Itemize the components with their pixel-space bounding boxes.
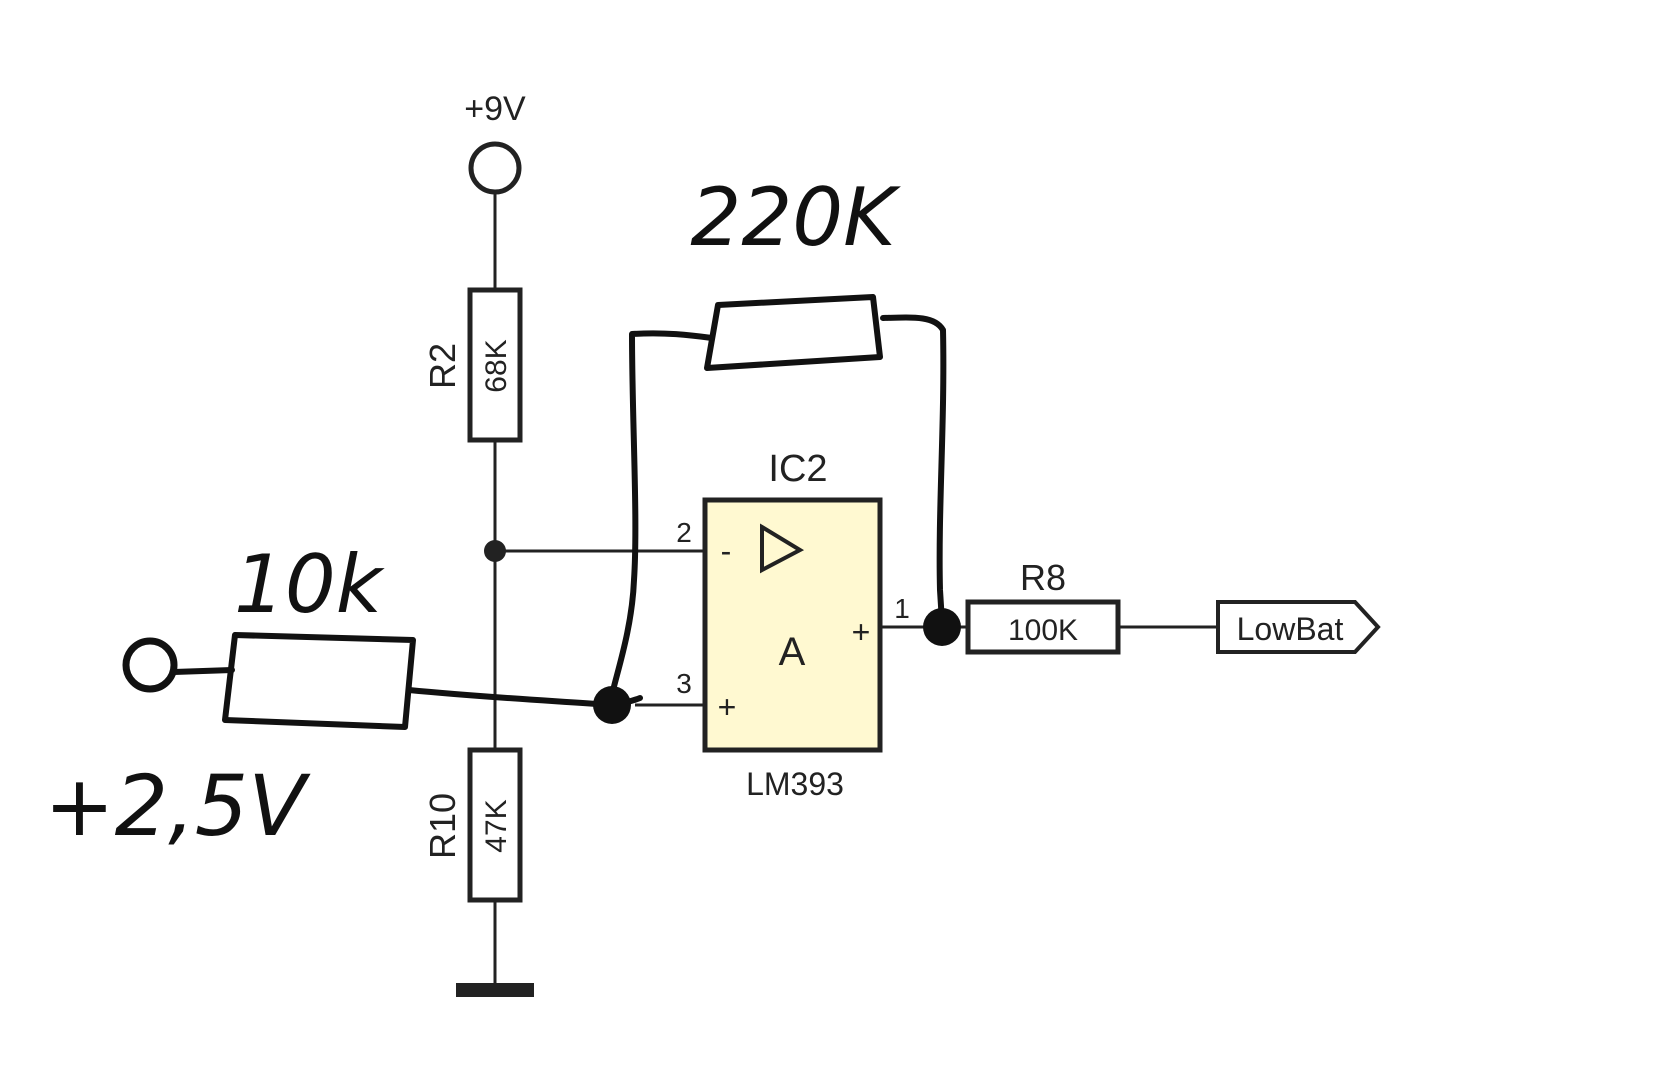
handwritten-feedback-value: 220K: [690, 171, 901, 264]
supply-terminal: [468, 141, 522, 195]
ic-part: LM393: [746, 766, 844, 802]
output-port-flag: [1216, 600, 1381, 654]
input-wire-left: [171, 667, 235, 675]
ic-body: [702, 497, 883, 753]
input-resistor: [222, 632, 416, 730]
input-wire-right: [406, 687, 643, 708]
r10-resistor: [467, 747, 523, 903]
ic-pin-out: 1: [894, 593, 910, 624]
r2-value: 68K: [480, 339, 513, 392]
ic-sign-minus: -: [721, 533, 732, 569]
junction-dot-output: [923, 608, 961, 646]
r10-value: 47K: [480, 799, 513, 852]
ground-symbol: [456, 983, 534, 997]
r2-ref: R2: [422, 343, 463, 389]
feedback-wire-left: [609, 330, 715, 698]
ic-sign-plus-in: +: [718, 689, 737, 725]
junction-dot-input: [593, 686, 631, 724]
supply-label: +9V: [464, 90, 526, 128]
ic-sign-plus-out: +: [852, 614, 871, 650]
r8-value: 100K: [1008, 614, 1078, 647]
ic-ref: IC2: [768, 448, 827, 490]
feedback-resistor: [704, 294, 883, 371]
output-port-label: LowBat: [1237, 611, 1344, 647]
comparator-triangle-icon: [760, 523, 805, 574]
handwritten-input-voltage: +2,5V: [44, 757, 311, 855]
r10-ref: R10: [422, 793, 463, 859]
ic-unit: A: [779, 630, 806, 674]
feedback-wire-right: [880, 314, 947, 625]
r8-ref: R8: [1020, 557, 1066, 598]
ic-pin-inv: 2: [676, 517, 692, 548]
handwritten-input-value: 10k: [234, 538, 385, 631]
ic-pin-noninv: 3: [676, 668, 692, 699]
input-terminal: [122, 637, 178, 693]
